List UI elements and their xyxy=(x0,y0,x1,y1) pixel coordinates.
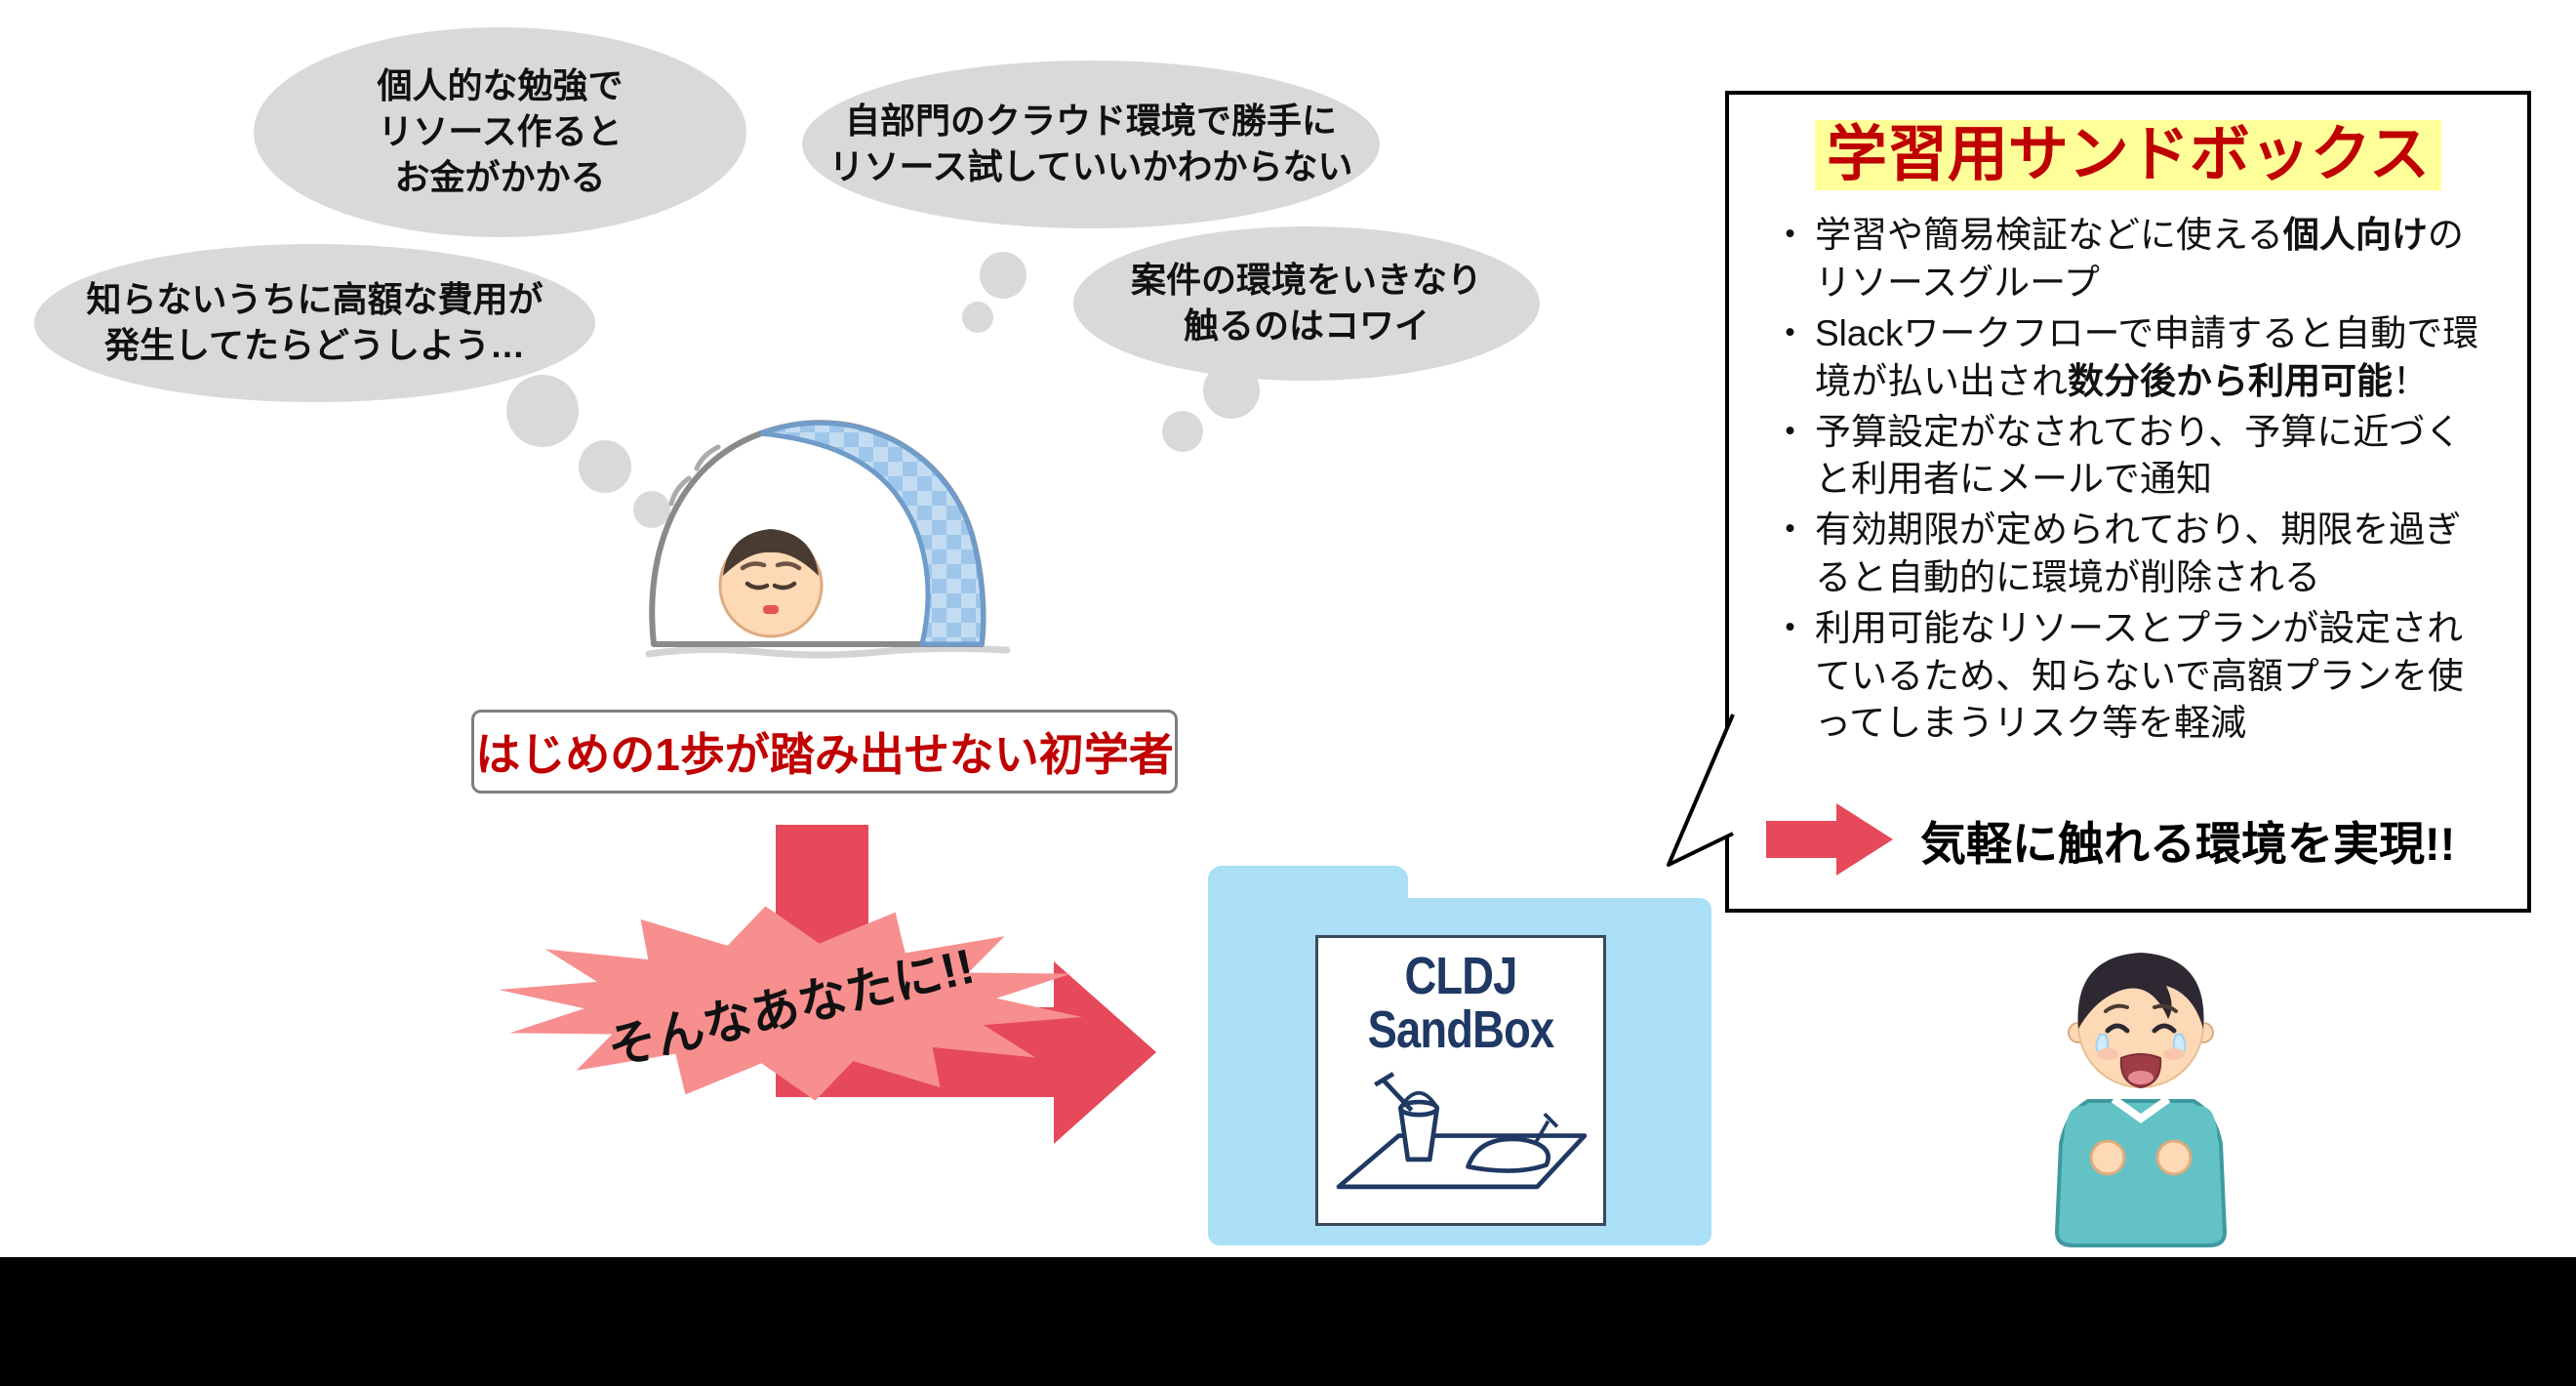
bullet-text: Slackワークフローで申請すると自動で環境が払い出され数分後から利用可能！ xyxy=(1815,312,2479,401)
callout-bullet-item: ・予算設定がなされており、予算に近づくと利用者にメールで通知 xyxy=(1772,409,2494,505)
starburst-shape xyxy=(499,906,1082,1101)
left-blush xyxy=(2097,1048,2118,1060)
callout-title-row: 学習用サンドボックス xyxy=(1729,120,2527,191)
callout-title: 学習用サンドボックス xyxy=(1814,120,2442,191)
thought-trail-dot xyxy=(1203,362,1260,419)
tongue xyxy=(2128,1071,2153,1084)
bullet-marker: ・ xyxy=(1772,607,1808,648)
person-hiding-under-futon-illustration xyxy=(645,420,1011,659)
callout-result-row: 気軽に触れる環境を実現!! xyxy=(1766,803,2455,876)
beginner-label-text: はじめの1歩が踏み出せない初学者 xyxy=(475,729,1174,780)
thought-bubble-unknown-high-cost: 知らないうちに高額な費用が 発生してたらどうしよう… xyxy=(34,244,595,402)
checkered-blanket xyxy=(760,420,986,647)
tremble-marks xyxy=(668,444,721,507)
left-fist xyxy=(2089,1139,2126,1176)
thought-bubble-project-env-scary: 案件の環境をいきなり 触るのはコワイ xyxy=(1073,226,1540,381)
worried-eyebrows xyxy=(740,561,802,571)
folder-white-panel: CLDJ SandBox xyxy=(1315,935,1606,1226)
callout-bullet-item: ・有効期限が定められており、期限を過ぎると自動的に環境が削除される xyxy=(1772,507,2494,602)
callout-bullet-item: ・学習や簡易検証などに使える個人向けのリソースグループ xyxy=(1772,212,2494,307)
callout-result-text: 気軽に触れる環境を実現!! xyxy=(1920,817,2456,870)
bullet-marker: ・ xyxy=(1772,510,1808,550)
eyebrows xyxy=(2104,1003,2178,1013)
bullet-text: 予算設定がなされており、予算に近づくと利用者にメールで通知 xyxy=(1815,411,2462,500)
thought-bubble-department-cloud: 自部門のクラウド環境で勝手に リソース試していいかわからない xyxy=(802,61,1380,228)
right-blush xyxy=(2163,1048,2185,1060)
ground-line xyxy=(645,644,1011,659)
shirt-collar xyxy=(2111,1095,2171,1123)
right-block-arrow-icon xyxy=(1766,803,1893,876)
dark-hair xyxy=(2077,953,2204,1029)
callout-bullet-item: ・利用可能なリソースとプランが設定されているため、知らないで高額プランを使ってし… xyxy=(1772,605,2494,748)
callout-bullet-item: ・Slackワークフローで申請すると自動で環境が払い出され数分後から利用可能！ xyxy=(1772,310,2494,406)
starburst-text: そんなあなたに!! xyxy=(602,938,980,1077)
thought-trail-dot xyxy=(962,302,993,333)
futon-person-hair xyxy=(723,529,819,576)
thought-bubble-personal-study-cost: 個人的な勉強で リソース作ると お金がかかる xyxy=(254,27,746,237)
starburst-label: そんなあなたに!! xyxy=(488,900,1093,1107)
leaning-shovel xyxy=(1374,1072,1414,1113)
thought-trail-dot xyxy=(506,375,579,447)
thought-trail-dot xyxy=(980,252,1026,299)
small-shovel xyxy=(1533,1113,1559,1145)
right-block-arrow-shape xyxy=(1766,803,1893,876)
bullet-text: 有効期限が定められており、期限を過ぎると自動的に環境が削除される xyxy=(1815,510,2462,597)
right-fist xyxy=(2155,1139,2193,1176)
bullet-marker: ・ xyxy=(1772,215,1808,256)
person-crying-with-joy-illustration xyxy=(2054,953,2228,1247)
tired-eyes xyxy=(745,581,797,591)
bullet-text: 利用可能なリソースとプランが設定されているため、知らないで高額プランを使ってしま… xyxy=(1815,607,2464,744)
starburst xyxy=(499,906,1082,1101)
closed-eyes xyxy=(2105,1023,2177,1034)
folder-title-line1: CLDJ xyxy=(1404,947,1517,1005)
bullet-marker: ・ xyxy=(1772,411,1808,452)
folder-title-line2: SandBox xyxy=(1367,1000,1555,1060)
thought-trail-dot xyxy=(633,491,670,528)
callout-tail xyxy=(1667,713,1735,867)
sandbox-bucket-shovel-icon xyxy=(1336,1072,1588,1190)
thought-trail-dot xyxy=(1162,411,1203,452)
mouth xyxy=(763,605,779,614)
callout-bullet-list: ・学習や簡易検証などに使える個人向けのリソースグループ・Slackワークフローで… xyxy=(1729,212,2527,748)
folder-title: CLDJ SandBox xyxy=(1318,938,1603,1057)
bullet-text: 学習や簡易検証などに使える個人向けのリソースグループ xyxy=(1815,215,2464,304)
sand-mound xyxy=(1466,1136,1550,1174)
beginner-label-box: はじめの1歩が踏み出せない初学者 xyxy=(471,710,1178,794)
callout-box: 学習用サンドボックス ・学習や簡易検証などに使える個人向けのリソースグループ・S… xyxy=(1725,91,2531,913)
thought-trail-dot xyxy=(579,440,631,493)
bottom-black-bar xyxy=(0,1257,2576,1386)
callout-tail-shape xyxy=(1667,713,1735,867)
bullet-marker: ・ xyxy=(1772,312,1808,353)
